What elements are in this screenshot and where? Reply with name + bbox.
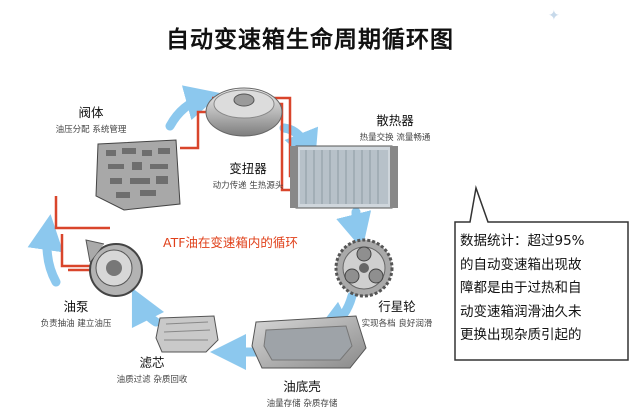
stat-line: 动变速箱润滑油久未 [460,303,582,320]
flow-arrow [27,214,64,287]
torque-converter-image [205,87,283,137]
oil-pan-image [251,315,367,369]
diagram-title: 自动变速箱生命周期循环图 [166,27,454,53]
oil-line [54,196,110,230]
pump-image [85,239,143,297]
flow-arrow [336,207,372,250]
filter-label: 滤芯 油质过滤 杂质回收 [116,355,188,385]
torque-converter-label: 变扭器 动力传递 生热源头 [212,161,284,191]
planetary-gear-label: 行星轮 实现各档 良好润滑 [361,299,433,329]
flow-arrow [165,85,222,131]
stat-line: 的自动变速箱出现故 [460,256,582,273]
stat-line: 障都是由于过热和自 [460,280,582,296]
pump-label: 油泵 负责抽油 建立油压 [40,299,112,329]
stat-callout-box [454,185,629,361]
decor-star: ✦ [548,8,560,24]
flow-arrow [131,287,165,329]
stat-line: 更换出现杂质引起的 [460,327,582,343]
stat-line: 数据统计：超过95% [460,233,585,249]
planetary-gear-image [334,238,394,298]
filter-image [155,315,219,353]
circulation-label: ATF油在变速箱内的循环 [163,235,298,250]
valve-body-label: 阀体 油压分配 系统管理 [55,105,127,135]
radiator-image [290,145,398,209]
valve-body-image [95,139,181,211]
oil-pan-label: 油底壳 油量存储 杂质存储 [266,379,338,409]
stat-callout-text: 数据统计：超过95% 的自动变速箱出现故 障都是由于过热和自 动变速箱润滑油久未… [460,230,620,348]
radiator-label: 散热器 热量交换 流量畅通 [359,113,431,143]
